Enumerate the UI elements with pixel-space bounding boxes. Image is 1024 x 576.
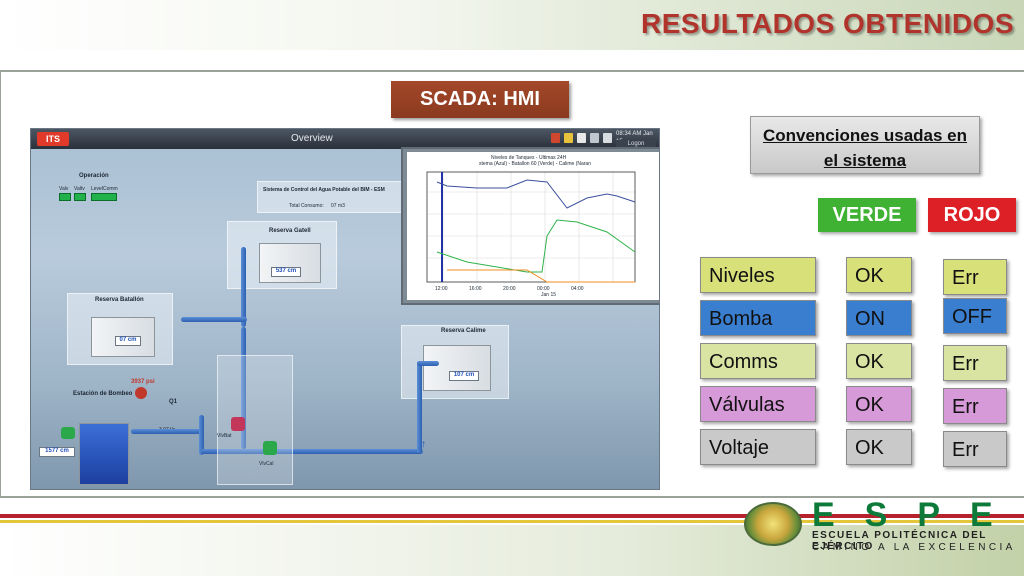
footer-stripe-yellow: [0, 520, 1024, 523]
gatell-tank: [259, 243, 321, 283]
row-label-valvulas: Válvulas: [700, 386, 816, 422]
calime-level: 107 cm: [449, 371, 479, 381]
print-icon[interactable]: [577, 133, 586, 143]
hmi-login-button[interactable]: Logon: [616, 140, 656, 148]
chart-plot: Niveles de Tanques - Ultimas 24H stema (…: [407, 152, 659, 300]
scada-title: SCADA: HMI: [391, 81, 569, 118]
legend-red: ROJO: [928, 198, 1016, 232]
operacion-label-levelcomm: LevelComm: [91, 186, 118, 192]
valve-cal-label: VlvCal: [259, 461, 274, 467]
chart-title-2: stema (Azul) - Batallon 60 (Verde) - Cal…: [479, 161, 591, 167]
pipe-main-vertical: [241, 327, 246, 449]
levels-chart: Niveles de Tanques - Ultimas 24H stema (…: [401, 147, 659, 305]
slide-header: [0, 0, 1024, 50]
row-err-3: Err: [943, 388, 1007, 424]
hmi-screenshot: ITS Overview 08:34 AM Jan 15 Logon Opera…: [30, 128, 660, 490]
total-consumo-label: Total Consumo:: [289, 203, 324, 209]
row-err-4: Err: [943, 431, 1007, 467]
footer-band: [0, 525, 1024, 576]
folder-icon[interactable]: [564, 133, 573, 143]
conventions-line-2: el sistema: [823, 151, 907, 170]
espe-seal-logo: [744, 502, 802, 546]
pipe-calime-up: [417, 361, 422, 453]
row-err-1: OFF: [943, 298, 1007, 334]
calime-tank: [423, 345, 491, 391]
settings-icon[interactable]: [603, 133, 612, 143]
chart-x-tick-5: 04:00: [571, 286, 584, 292]
valve-cal-icon[interactable]: [263, 441, 277, 455]
pipe-batallon: [181, 317, 247, 322]
refresh-icon[interactable]: [590, 133, 599, 143]
station-level: 1577 cm: [39, 447, 75, 457]
gatell-level: 537 cm: [271, 267, 301, 277]
espe-line-2: CAMINO A LA EXCELENCIA: [812, 542, 1016, 553]
levelcomm-status-button[interactable]: [91, 193, 117, 201]
pump-icon[interactable]: [61, 427, 75, 439]
calime-name: Reserva Calime: [441, 328, 486, 334]
pressure-gauge-icon: [135, 387, 147, 399]
q1-label: Q1: [169, 399, 178, 405]
chart-x-tick-3: 20:00: [503, 286, 516, 292]
valv-status-button[interactable]: [59, 193, 71, 201]
row-err-0: Err: [943, 259, 1007, 295]
espe-line-1: ESCUELA POLITÉCNICA DEL EJÉRCITO: [812, 530, 987, 552]
row-ok-0: OK: [846, 257, 912, 293]
row-ok-3: OK: [846, 386, 912, 422]
row-err-2: Err: [943, 345, 1007, 381]
row-label-comms: Comms: [700, 343, 816, 379]
valve-bat-icon[interactable]: [231, 417, 245, 431]
valve-bat-label: VlvBat: [217, 433, 232, 439]
espe-brand: ESPE: [812, 496, 1023, 534]
row-label-niveles: Niveles: [700, 257, 816, 293]
pipe-station: [131, 429, 201, 434]
pipe-main-horizontal: [201, 449, 423, 454]
chart-lines: [426, 171, 636, 283]
operacion-title: Operación: [79, 173, 109, 179]
hmi-toolbar: [551, 133, 612, 143]
chart-x-tick-4: 00:00: [537, 286, 550, 292]
row-ok-1: ON: [846, 300, 912, 336]
pressure-readout: 3937 psi: [131, 379, 155, 385]
row-ok-2: OK: [846, 343, 912, 379]
gatell-name: Reserva Gatell: [269, 228, 311, 234]
alarm-icon[interactable]: [551, 133, 560, 143]
pipe-station-up: [199, 415, 204, 455]
footer-stripe-red: [0, 514, 1024, 518]
conventions-line-1: Convenciones usadas en: [762, 126, 968, 145]
batallon-level: 07 cm: [115, 336, 141, 346]
valtv-status-button[interactable]: [74, 193, 86, 201]
chart-x-tick-2: 16:00: [469, 286, 482, 292]
flow-arrow-icon: ↑: [421, 439, 426, 450]
total-consumo-value: 07 m3: [331, 203, 345, 209]
operacion-label-valv: Valv: [59, 186, 69, 192]
row-label-voltaje: Voltaje: [700, 429, 816, 465]
pipe-gatell-down: [241, 247, 246, 327]
chart-date: Jan 15: [541, 292, 557, 298]
row-ok-4: OK: [846, 429, 912, 465]
operacion-label-valtv: Valtv: [74, 186, 85, 192]
system-title: Sistema de Control del Agua Potable del …: [263, 187, 385, 193]
batallon-name: Reserva Batallón: [95, 297, 144, 303]
hmi-logo: ITS: [37, 132, 69, 146]
pipe-calime-in: [417, 361, 439, 366]
content-frame: [0, 70, 1024, 498]
chart-x-tick-1: 12:00: [435, 286, 448, 292]
station-tank: [79, 423, 129, 485]
valves-panel: [217, 355, 293, 485]
system-panel: [257, 181, 403, 213]
station-name: Estación de Bombeo: [73, 391, 133, 397]
row-label-bomba: Bomba: [700, 300, 816, 336]
conventions-box: Convenciones usadas en el sistema: [750, 116, 980, 174]
legend-green: VERDE: [818, 198, 916, 232]
hmi-titlebar: ITS Overview 08:34 AM Jan 15 Logon: [31, 129, 659, 149]
hmi-window-title: Overview: [291, 133, 333, 144]
chart-title-1: Niveles de Tanques - Ultimas 24H: [491, 155, 567, 161]
slide-title: RESULTADOS OBTENIDOS: [641, 8, 1014, 39]
